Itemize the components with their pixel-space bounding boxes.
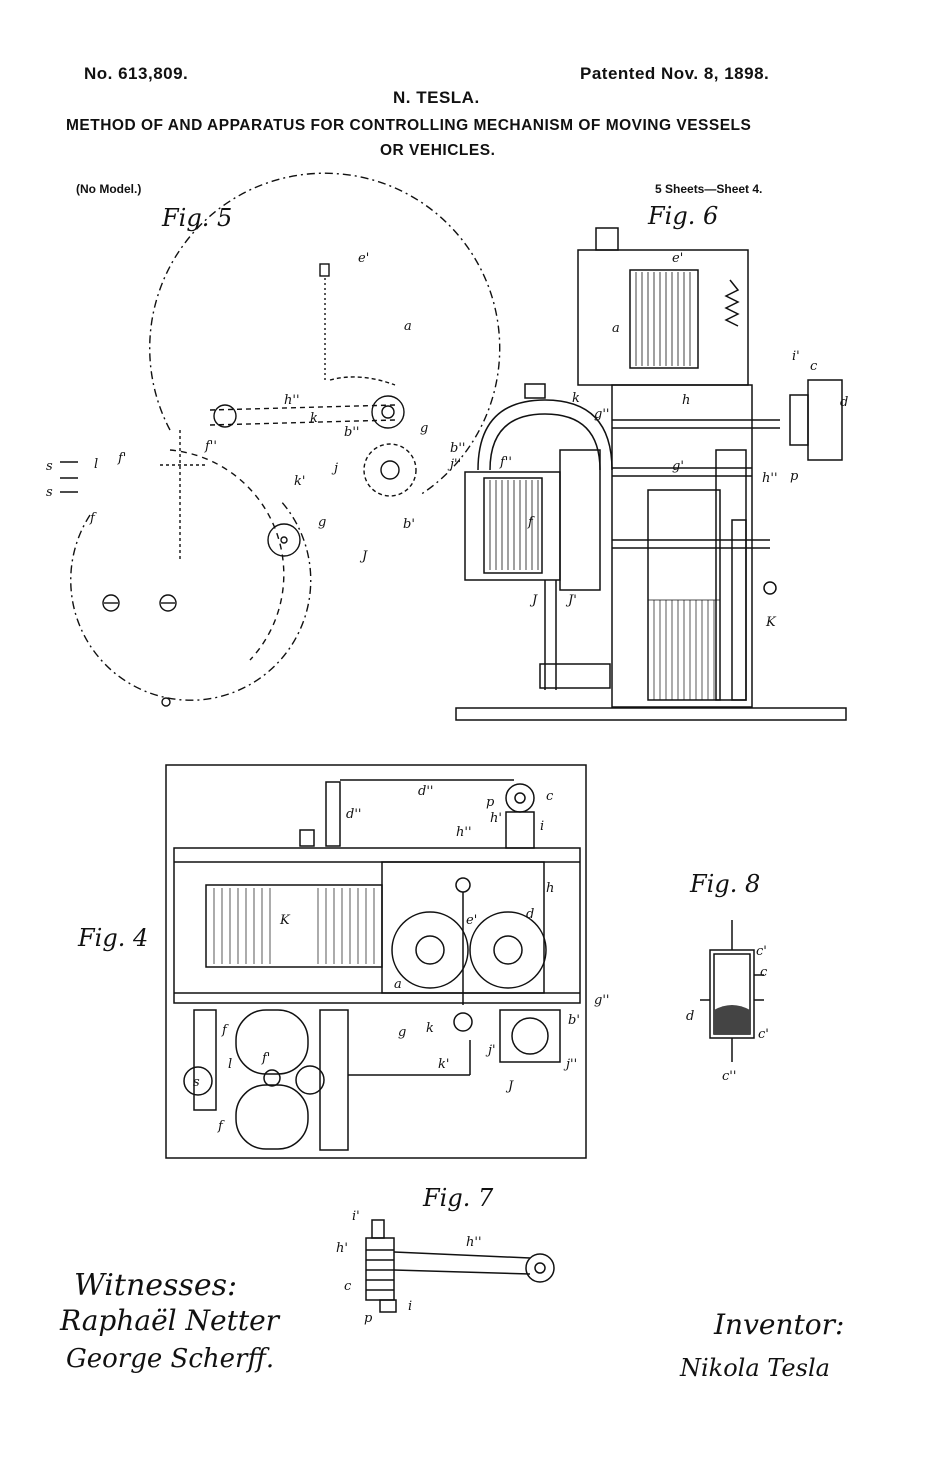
reference-label: b' xyxy=(403,517,415,532)
reference-label: K xyxy=(279,913,291,928)
reference-label: k xyxy=(426,1021,434,1036)
fig5-diagram xyxy=(60,172,501,707)
reference-label: c' xyxy=(758,1027,769,1042)
fig8-diagram xyxy=(700,920,764,1062)
reference-label: f xyxy=(221,1023,229,1038)
reference-label: i xyxy=(408,1299,412,1314)
reference-label: j xyxy=(331,461,338,476)
reference-label: c xyxy=(344,1279,352,1294)
reference-label: e' xyxy=(672,251,683,266)
reference-label: j'' xyxy=(447,457,461,472)
reference-label: d'' xyxy=(346,807,361,822)
reference-label: c xyxy=(760,965,768,980)
reference-label: h xyxy=(546,881,554,896)
reference-label: g xyxy=(398,1025,406,1040)
reference-label: h' xyxy=(490,811,502,826)
patent-number: No. 613,809. xyxy=(84,64,189,83)
reference-label: J xyxy=(505,1079,514,1094)
patent-title-line2: OR VEHICLES. xyxy=(380,142,496,159)
reference-label: l xyxy=(94,457,98,472)
reference-label: c'' xyxy=(722,1069,736,1084)
reference-label: c xyxy=(546,789,554,804)
reference-label: d'' xyxy=(418,784,433,799)
fig5-title: Fig. 5 xyxy=(161,204,232,232)
reference-label: d xyxy=(840,395,848,410)
sheet-count: 5 Sheets—Sheet 4. xyxy=(655,182,763,196)
patent-title-line1: METHOD OF AND APPARATUS FOR CONTROLLING … xyxy=(66,117,752,134)
reference-label: g'' xyxy=(594,407,609,422)
reference-label: h xyxy=(682,393,690,408)
reference-label: e' xyxy=(466,913,477,928)
reference-label: c xyxy=(810,359,818,374)
reference-label: p xyxy=(486,795,495,810)
fig8-labels: c' c d c' c'' xyxy=(686,944,769,1084)
reference-label: h' xyxy=(336,1241,348,1256)
witness-signature-2: George Scherff. xyxy=(66,1344,275,1374)
reference-label: i xyxy=(540,819,544,834)
reference-label: f'' xyxy=(204,439,217,454)
fig6-labels: e' a i' c d k h g'' b'' j'' f'' g' f J J… xyxy=(447,251,848,630)
fig4-labels: d'' d'' p h' c i h'' h K e' d a g'' b' f… xyxy=(193,784,609,1134)
reference-label: i' xyxy=(352,1209,360,1224)
reference-label: g' xyxy=(672,459,684,474)
reference-label: d xyxy=(686,1009,694,1024)
fig6-diagram xyxy=(455,227,847,721)
fig8-title: Fig. 8 xyxy=(689,870,760,898)
reference-label: h'' xyxy=(466,1235,482,1250)
reference-label: f' xyxy=(261,1051,270,1066)
fig5-labels: e' a h'' k b'' g f'' s l f' k' j b' g J … xyxy=(46,251,428,564)
witnesses-label: Witnesses: xyxy=(74,1268,238,1303)
reference-label: b' xyxy=(568,1013,580,1028)
reference-label: j' xyxy=(485,1043,496,1058)
reference-label: b'' xyxy=(344,425,359,440)
fig4-title: Fig. 4 xyxy=(77,924,148,952)
reference-label: k xyxy=(310,411,318,426)
reference-label: d xyxy=(526,907,534,922)
inventor-signature: Nikola Tesla xyxy=(680,1354,830,1382)
reference-label: h'' xyxy=(762,471,778,486)
reference-label: J' xyxy=(565,593,577,608)
reference-label: a xyxy=(394,977,402,992)
reference-label: i' xyxy=(792,349,800,364)
reference-label: J xyxy=(359,549,368,564)
inventor-label: Inventor: xyxy=(714,1308,845,1341)
reference-label: g xyxy=(318,515,326,530)
reference-label: s xyxy=(193,1075,200,1090)
reference-label: f xyxy=(217,1119,225,1134)
reference-label: K xyxy=(765,615,777,630)
reference-label: g xyxy=(420,421,428,436)
reference-label: f' xyxy=(117,451,126,466)
reference-label: k' xyxy=(438,1057,449,1072)
reference-label: s xyxy=(46,485,53,500)
reference-label: p xyxy=(790,469,799,484)
reference-label: a xyxy=(404,319,412,334)
fig4-diagram xyxy=(165,764,587,1159)
reference-label: j'' xyxy=(563,1057,577,1072)
reference-label: J xyxy=(529,593,538,608)
fig7-labels: i' h' h'' c i p xyxy=(336,1209,482,1326)
reference-label: g'' xyxy=(594,993,609,1008)
reference-label: h'' xyxy=(456,825,472,840)
patent-date: Patented Nov. 8, 1898. xyxy=(580,64,770,83)
reference-label: f'' xyxy=(499,455,512,470)
reference-label: k xyxy=(572,391,580,406)
inventor-name-heading: N. TESLA. xyxy=(393,88,480,107)
reference-label: h'' xyxy=(284,393,300,408)
fig7-diagram xyxy=(365,1219,555,1313)
reference-label: b'' xyxy=(450,441,465,456)
reference-label: p xyxy=(364,1311,373,1326)
reference-label: f xyxy=(527,515,535,530)
witness-signature-1: Raphaël Netter xyxy=(60,1304,280,1337)
fig7-title: Fig. 7 xyxy=(422,1184,494,1212)
reference-label: a xyxy=(612,321,620,336)
reference-label: f xyxy=(89,511,97,526)
fig6-title: Fig. 6 xyxy=(647,202,718,230)
reference-label: k' xyxy=(294,474,305,489)
reference-label: c' xyxy=(756,944,767,959)
reference-label: e' xyxy=(358,251,369,266)
reference-label: l xyxy=(228,1057,232,1072)
reference-label: s xyxy=(46,459,53,474)
no-model-note: (No Model.) xyxy=(76,182,142,196)
